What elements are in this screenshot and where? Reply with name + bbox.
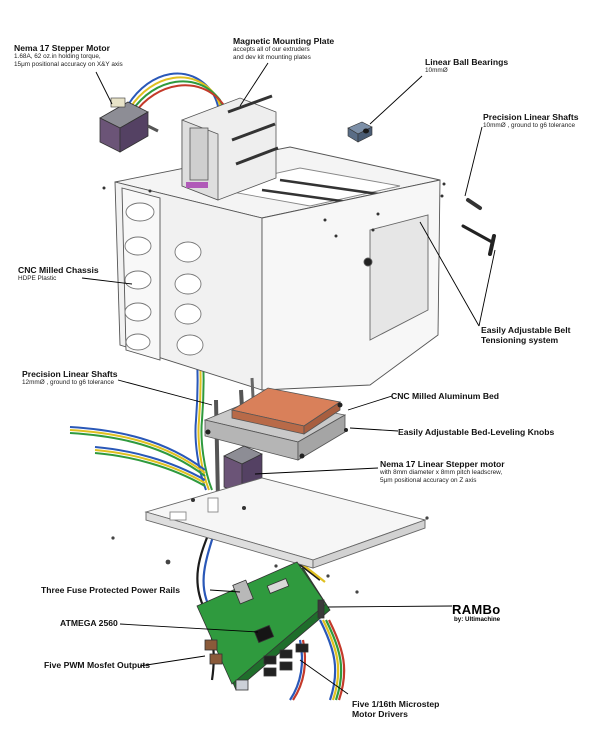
callout-title: Easily Adjustable Belt (481, 325, 571, 335)
callout-detail: 12mmØ , ground to g6 tolerance (22, 379, 115, 386)
rambo-board (196, 561, 331, 691)
precision-linear-shaft-10mm (466, 198, 482, 210)
callout-detail: and dev kit mounting plates (233, 53, 311, 61)
callout-bed-leveling-knobs: Easily Adjustable Bed-Leveling Knobs (398, 427, 554, 437)
callout-motor-drivers: Five 1/16th Microstep Motor Drivers (352, 699, 439, 719)
callout-title: Five 1/16th Microstep (352, 699, 440, 709)
callout-detail: HDPE Plastic (18, 275, 57, 282)
callout-detail: 1.68A, 62 oz.in holding torque, (14, 53, 101, 60)
rambo-brand-label: RAMBo by: Ultimachine (452, 603, 500, 623)
callout-z-stepper-motor: Nema 17 Linear Stepper motor with 8mm di… (380, 459, 505, 484)
callout-title: Three Fuse Protected Power Rails (41, 585, 180, 595)
brand-name: RAMBo (452, 602, 501, 617)
callout-detail: 10mmØ (425, 67, 448, 74)
callout-title: CNC Milled Chassis (18, 265, 99, 275)
base-plate (144, 477, 427, 569)
bed-leveling-knobs (205, 402, 348, 459)
callout-pwm-mosfet: Five PWM Mosfet Outputs (44, 660, 150, 670)
callout-title: ATMEGA 2560 (60, 618, 118, 628)
callout-cnc-chassis: CNC Milled Chassis HDPE Plastic (18, 265, 99, 283)
callout-fuse-power-rails: Three Fuse Protected Power Rails (41, 585, 180, 595)
callout-title: Easily Adjustable Bed-Leveling Knobs (398, 427, 555, 437)
callout-detail: 15μm positional accuracy on X&Y axis (14, 60, 123, 68)
callout-atmega: ATMEGA 2560 (60, 618, 118, 628)
callout-detail: 5μm positional accuracy on Z axis (380, 476, 477, 484)
callout-title: Precision Linear Shafts (483, 112, 579, 122)
callout-title: Five PWM Mosfet Outputs (44, 660, 150, 670)
callout-mounting-plate: Magnetic Mounting Plate accepts all of o… (233, 36, 334, 61)
leader-lines (81, 62, 496, 695)
callout-title: Nema 17 Linear Stepper motor (380, 459, 505, 469)
callout-title: Tensioning system (481, 335, 559, 345)
callout-precision-shafts-10mm: Precision Linear Shafts 10mmØ , ground t… (483, 112, 579, 130)
cnc-milled-chassis (102, 146, 446, 391)
callout-title: Nema 17 Stepper Motor (14, 43, 110, 53)
left-bundle-wires (69, 426, 206, 487)
callout-title: Magnetic Mounting Plate (233, 36, 335, 46)
magnetic-mounting-plate (181, 94, 279, 201)
callout-xy-stepper-motor: Nema 17 Stepper Motor 1.68A, 62 oz.in ho… (14, 43, 123, 68)
belt-tension-screw (461, 224, 496, 256)
callout-title: Linear Ball Bearings (425, 57, 509, 67)
callout-title: Precision Linear Shafts (22, 369, 118, 379)
cnc-milled-aluminum-bed (203, 387, 347, 461)
callout-detail: 10mmØ , ground to g6 tolerance (483, 122, 576, 129)
xy-stepper-motor (99, 97, 159, 153)
linear-ball-bearing (347, 121, 373, 143)
callout-title: CNC Milled Aluminum Bed (391, 391, 500, 401)
callout-detail: accepts all of our extruders (233, 46, 310, 53)
callout-linear-ball-bearings: Linear Ball Bearings 10mmØ (425, 57, 508, 75)
brand-maker: by: Ultimachine (454, 616, 501, 623)
callout-detail: with 8mm diameter x 8mm pitch leadscrew, (380, 469, 503, 476)
callout-belt-tensioning: Easily Adjustable Belt Tensioning system (481, 325, 570, 345)
loose-screws (111, 516, 429, 594)
callout-title: Motor Drivers (352, 709, 408, 719)
callout-aluminum-bed: CNC Milled Aluminum Bed (391, 391, 499, 401)
callout-precision-shafts-12mm: Precision Linear Shafts 12mmØ , ground t… (22, 369, 118, 387)
